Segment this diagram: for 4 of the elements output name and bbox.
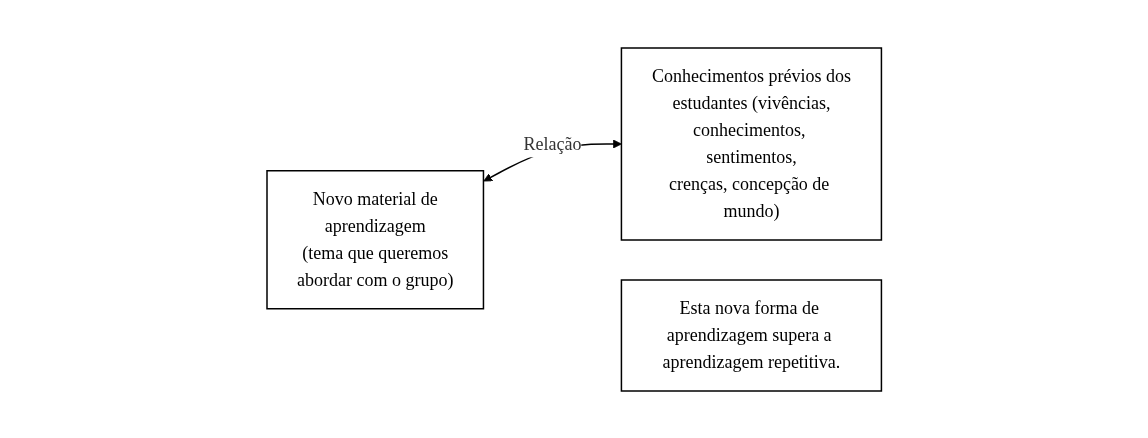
node-box: Esta nova forma de aprendizagem supera a aprendizagem repetitiva. [620, 278, 882, 392]
node-box: Conhecimentos prévios dos estudantes (vivências, conhecimentos, sentimentos, crenças, concepção de mundo) [620, 46, 882, 241]
node-box: Novo material de aprendizagem (tema que queremos abordar com o grupo) [266, 169, 484, 309]
edge-label: Relação [523, 133, 582, 153]
